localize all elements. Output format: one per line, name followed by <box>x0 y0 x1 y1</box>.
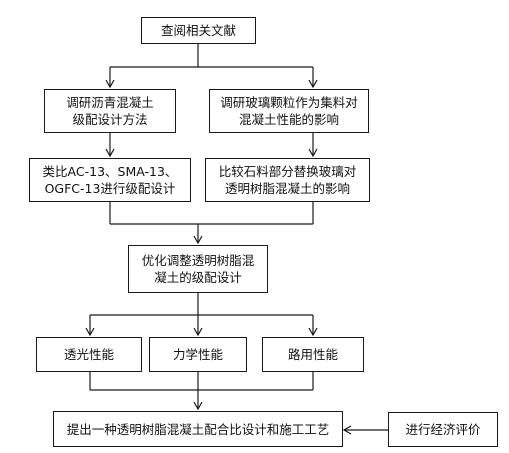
node-right1-line2: 混凝土性能的影响 <box>238 112 339 127</box>
node-start-text: 查阅相关文献 <box>160 23 236 38</box>
node-mid-line1: 优化调整透明树脂混 <box>141 253 255 268</box>
node-final-text: 提出一种透明树脂混凝土配合比设计和施工工艺 <box>66 421 330 437</box>
node-right1: 调研玻璃颗粒作为集料对 混凝土性能的影响 <box>209 89 369 133</box>
node-economic-text: 进行经济评价 <box>405 422 481 437</box>
node-left1-line2: 级配设计方法 <box>72 112 148 127</box>
node-perf-mechanical: 力学性能 <box>149 337 247 372</box>
node-left2-line1: 类比AC-13、SMA-13、 <box>42 164 178 179</box>
node-right2: 比较石料部分替换玻璃对 透明树脂混凝土的影响 <box>205 158 370 202</box>
node-economic: 进行经济评价 <box>388 412 498 447</box>
node-left2-line2: OGFC-13进行级配设计 <box>44 181 176 196</box>
node-right2-line2: 透明树脂混凝土的影响 <box>224 181 350 196</box>
node-perf-optical-text: 透光性能 <box>63 347 114 362</box>
node-perf-road: 路用性能 <box>262 337 364 372</box>
node-start: 查阅相关文献 <box>141 17 256 44</box>
node-perf-road-text: 路用性能 <box>287 347 338 362</box>
node-left1: 调研沥青混凝土 级配设计方法 <box>44 89 176 133</box>
node-final: 提出一种透明树脂混凝土配合比设计和施工工艺 <box>53 411 343 447</box>
node-left2: 类比AC-13、SMA-13、 OGFC-13进行级配设计 <box>29 158 191 202</box>
node-perf-mechanical-text: 力学性能 <box>172 347 223 362</box>
node-mid-line2: 凝土的级配设计 <box>154 270 242 285</box>
node-right2-line1: 比较石料部分替换玻璃对 <box>218 164 357 179</box>
node-left1-line1: 调研沥青混凝土 <box>66 95 154 110</box>
node-perf-optical: 透光性能 <box>36 337 142 372</box>
node-right1-line1: 调研玻璃颗粒作为集料对 <box>220 95 358 110</box>
node-mid: 优化调整透明树脂混 凝土的级配设计 <box>128 245 268 293</box>
